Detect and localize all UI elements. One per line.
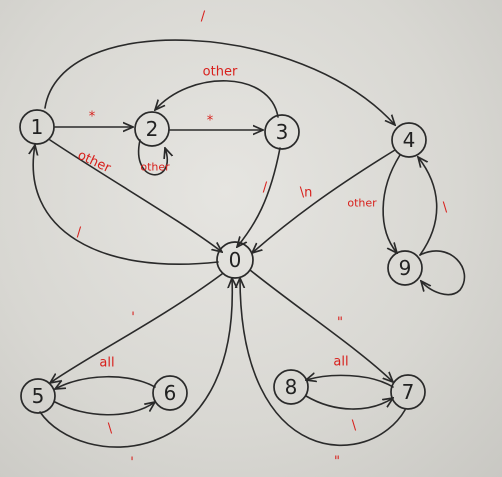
edge-0-to-5 bbox=[50, 273, 223, 383]
edge-label-2-self: other bbox=[140, 161, 170, 174]
node-2: 2 bbox=[134, 111, 170, 147]
edge-2-self-loop bbox=[137, 139, 168, 176]
edge-4-to-9 bbox=[382, 154, 401, 253]
edge-3-to-0 bbox=[237, 147, 281, 247]
edge-label-1-0: other bbox=[75, 148, 113, 177]
nodes: 1 2 3 4 0 9 5 6 bbox=[19, 109, 427, 414]
edge-6-to-5 bbox=[55, 375, 156, 389]
edges bbox=[33, 39, 466, 448]
node-5-label: 5 bbox=[32, 384, 45, 408]
edge-0-to-7 bbox=[249, 269, 393, 382]
node-9: 9 bbox=[387, 250, 423, 286]
edge-labels: / * * other other other / / \n other \ '… bbox=[75, 10, 448, 471]
edge-label-7-0: " bbox=[334, 455, 340, 470]
edge-label-1-2: * bbox=[89, 110, 96, 125]
node-8: 8 bbox=[273, 369, 309, 405]
node-4: 4 bbox=[391, 122, 427, 158]
edge-8-to-7 bbox=[305, 395, 393, 410]
edge-label-4-9: other bbox=[347, 197, 377, 210]
edge-label-6-5: all bbox=[99, 356, 114, 371]
node-9-label: 9 bbox=[399, 256, 412, 280]
edge-5-to-6 bbox=[54, 402, 155, 416]
node-5: 5 bbox=[20, 378, 56, 414]
node-3-label: 3 bbox=[276, 120, 289, 144]
node-3: 3 bbox=[264, 114, 300, 150]
node-4-label: 4 bbox=[403, 128, 416, 152]
node-0-label: 0 bbox=[229, 248, 242, 272]
edge-9-self-loop bbox=[419, 250, 466, 296]
edge-3-to-2 bbox=[155, 80, 279, 118]
edge-9-to-4 bbox=[418, 157, 438, 256]
edge-5-to-0 bbox=[39, 278, 232, 448]
node-2-label: 2 bbox=[146, 117, 159, 141]
node-6-label: 6 bbox=[164, 381, 177, 405]
edge-7-to-0 bbox=[240, 278, 406, 447]
edge-label-8-7: \ bbox=[352, 419, 357, 434]
edge-1-to-0 bbox=[49, 139, 222, 252]
edge-4-to-0 bbox=[252, 149, 396, 253]
edge-label-2-3: * bbox=[207, 114, 214, 129]
edge-label-0-7: " bbox=[337, 316, 343, 331]
edge-label-5-0: ' bbox=[130, 456, 134, 471]
edge-label-0-5: ' bbox=[131, 311, 135, 326]
node-6: 6 bbox=[152, 375, 188, 411]
edge-label-3-0: / bbox=[263, 181, 268, 196]
node-7: 7 bbox=[390, 374, 426, 410]
node-7-label: 7 bbox=[402, 380, 415, 404]
edge-label-0-1: / bbox=[77, 226, 82, 241]
edge-label-9-4: \ bbox=[443, 201, 448, 216]
edge-label-7-8: all bbox=[333, 355, 348, 370]
node-8-label: 8 bbox=[285, 375, 298, 399]
edge-label-5-6: \ bbox=[108, 422, 113, 437]
edge-label-1-4: / bbox=[201, 10, 206, 25]
edge-label-3-2: other bbox=[203, 65, 238, 80]
edge-0-to-1 bbox=[33, 145, 219, 266]
edge-7-to-8 bbox=[306, 375, 394, 388]
node-0: 0 bbox=[216, 241, 254, 279]
node-1: 1 bbox=[19, 109, 55, 145]
edge-1-to-4 bbox=[44, 39, 395, 125]
node-1-label: 1 bbox=[31, 115, 44, 139]
edge-label-4-0: \n bbox=[300, 186, 313, 201]
